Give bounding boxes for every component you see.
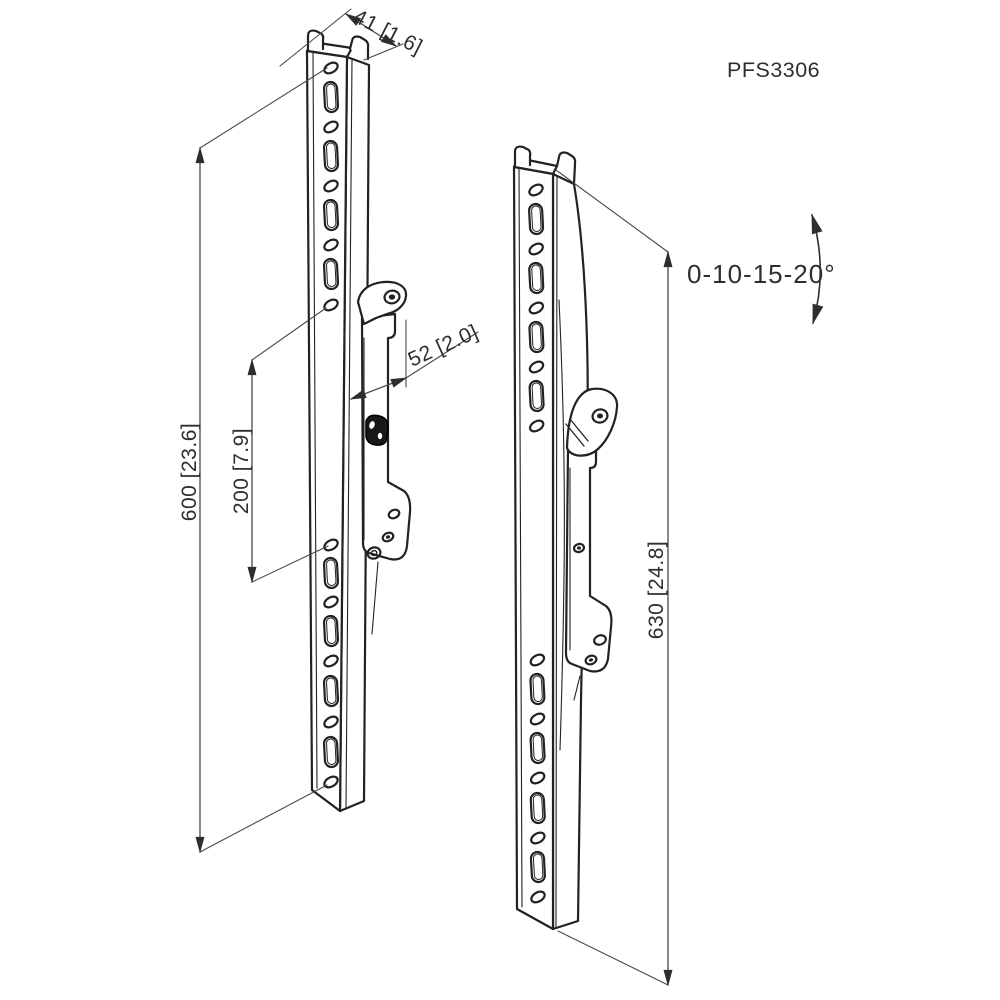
right-bracket-drawing <box>512 145 619 931</box>
dimension-top-width <box>279 8 404 67</box>
mounting-holes-column <box>528 183 546 904</box>
fixation-knob <box>365 414 389 446</box>
dimension-label-right-height: 630 [24.8] <box>645 541 668 639</box>
dimension-hole-spacing <box>247 307 329 584</box>
dimension-depth <box>349 319 479 400</box>
left-tilt-mechanism <box>356 280 412 635</box>
dimension-label-depth: 52 [2.0] <box>405 320 482 371</box>
product-code-label: PFS3306 <box>727 58 820 82</box>
dimension-right-height <box>555 169 673 987</box>
tilt-arc-icon <box>811 213 824 325</box>
mounting-holes-column <box>322 61 340 789</box>
dimension-label-left-height: 600 [23.6] <box>178 423 201 521</box>
left-bracket-drawing <box>305 29 412 813</box>
dimension-label-hole-spacing: 200 [7.9] <box>230 428 253 514</box>
dimension-left-height <box>195 67 328 854</box>
right-tilt-mechanism <box>564 387 619 701</box>
tilt-range-label: 0-10-15-20° <box>687 259 836 289</box>
